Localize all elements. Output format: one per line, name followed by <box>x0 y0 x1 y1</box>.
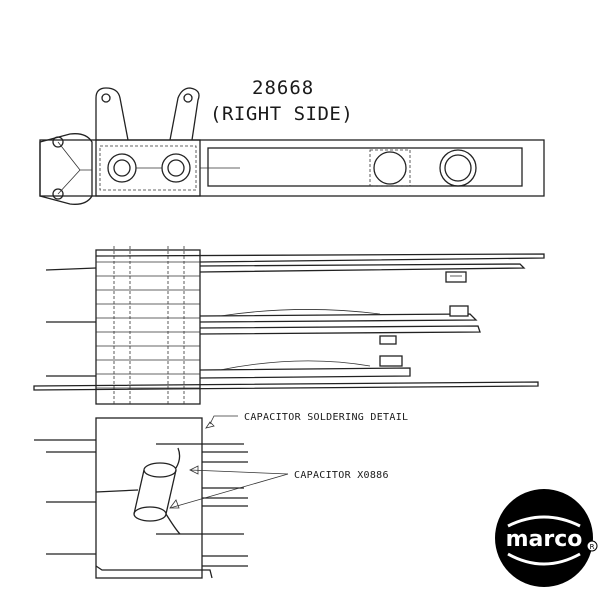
capacitor-top <box>143 462 177 478</box>
ear-hole-left <box>101 93 111 103</box>
leaf-2 <box>46 313 478 323</box>
contact-1 <box>445 271 467 283</box>
registered-mark <box>586 540 598 552</box>
clamp-screw-left <box>107 153 137 183</box>
logo-circle <box>495 489 593 587</box>
leader-capacitor-1 <box>189 469 289 475</box>
leader-capacitor-2 <box>169 473 289 509</box>
blade <box>207 147 523 187</box>
leaf-3-bend <box>219 360 371 371</box>
detail-base <box>95 565 213 579</box>
leader-soldering <box>209 415 238 425</box>
ear-hole-right <box>183 93 193 103</box>
side-label: (RIGHT SIDE) <box>210 103 353 125</box>
capacitor-bottom <box>133 506 167 522</box>
left-tab <box>39 133 93 205</box>
detail-terminals-left <box>34 439 96 555</box>
clamp-screw-right <box>161 153 191 183</box>
svg-text:R: R <box>590 543 595 551</box>
detail-terminals-right <box>156 443 248 567</box>
capacitor-leads <box>165 447 181 535</box>
callout-soldering-detail: CAPACITOR SOLDERING DETAIL <box>244 412 408 423</box>
insulator-stack <box>95 249 201 405</box>
leaf-1-top <box>95 253 545 263</box>
logo-swoosh-bottom <box>507 552 581 566</box>
tab-hole-bottom <box>52 188 64 200</box>
callout-capacitor: CAPACITOR X0886 <box>294 470 389 481</box>
contact-point-2-inner <box>444 154 472 182</box>
body-outline <box>39 139 545 197</box>
leaf-1 <box>45 263 526 273</box>
capacitor-detail <box>34 415 289 579</box>
leaf-2-bend <box>219 309 381 317</box>
leaf-3 <box>46 367 411 379</box>
leaf-2-lower <box>199 325 481 335</box>
capacitor-body <box>133 469 177 515</box>
tab-hole-top <box>52 136 64 148</box>
contact-point-1 <box>373 151 407 185</box>
contact-2 <box>449 305 469 317</box>
marco-logo: marco R <box>495 489 598 587</box>
mounting-ear-left <box>95 87 129 141</box>
contact-3-upper <box>379 335 397 345</box>
clamp-screw-left-inner <box>113 159 131 177</box>
leaf-4 <box>33 381 539 391</box>
stack-layers <box>96 261 200 389</box>
mounting-ear-right <box>169 87 200 141</box>
contact-3 <box>379 355 403 367</box>
logo-swoosh-top <box>507 515 581 528</box>
detail-stack <box>95 417 203 579</box>
contact-point-2 <box>439 149 477 187</box>
clamp-block-dash <box>99 145 197 191</box>
side-view <box>33 246 545 406</box>
clamp-screw-right-inner <box>167 159 185 177</box>
top-view <box>39 87 545 205</box>
part-number: 28668 <box>252 77 314 99</box>
stack-screws <box>113 246 185 406</box>
capacitor-wire <box>95 489 139 493</box>
contact-box-1 <box>369 149 411 187</box>
tab-lines <box>57 141 92 195</box>
logo-text: marco <box>506 527 583 552</box>
